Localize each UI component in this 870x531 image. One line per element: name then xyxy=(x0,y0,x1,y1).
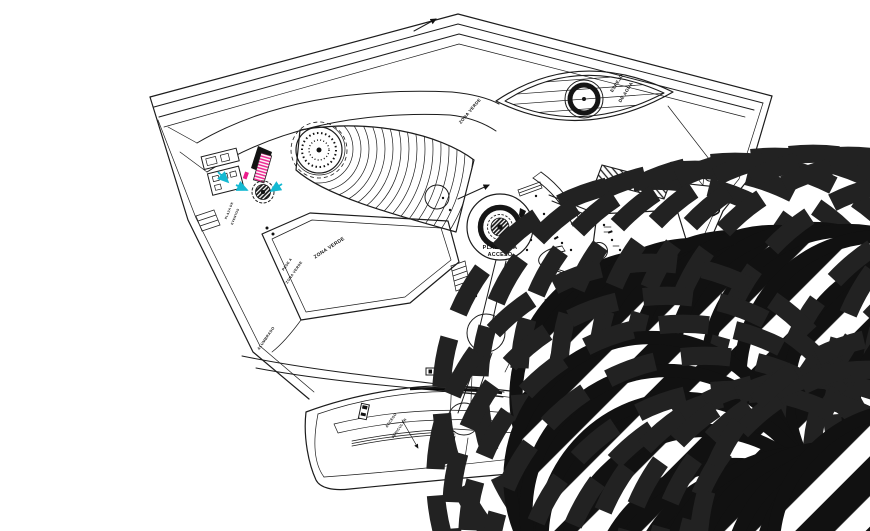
stairs-plazoleta-north xyxy=(517,181,543,197)
stairs-southwest xyxy=(195,209,221,232)
label-zona-verde-plaza: ZONA VERDE xyxy=(313,236,346,261)
magenta-planter xyxy=(242,171,249,180)
stairs-magenta-west xyxy=(252,152,273,184)
label-zona-verde-path: ZONA VERDE xyxy=(458,97,482,124)
label-acceso-1: ACCESO xyxy=(385,412,398,428)
access-road xyxy=(241,319,505,398)
car-symbol xyxy=(425,367,440,376)
label-espejo-2: DE AGUA xyxy=(617,81,634,104)
label-plaza-note-1: PLAZA DE xyxy=(224,201,235,219)
tree-promenade-path xyxy=(196,90,500,173)
label-pase-1: PASE A xyxy=(281,257,293,271)
water-mirror-feature: ESPEJO DE AGUA xyxy=(495,70,674,122)
service-buildings: PLAZA DE EVENTOS xyxy=(195,146,283,236)
parked-car-symbol xyxy=(357,402,370,421)
label-plazoleta-2: ACCESO xyxy=(488,252,513,258)
label-plaza-note-2: EVENTOS xyxy=(230,208,240,226)
label-alumbrado: ALUMBRADO xyxy=(257,326,276,351)
fountain xyxy=(251,180,275,204)
direction-arrows-cyan xyxy=(217,171,283,192)
amphitheater-stage xyxy=(290,121,348,179)
events-plaza: ZONA VERDE PASE A ZONA VERDE ALUMBRADO xyxy=(257,212,460,351)
